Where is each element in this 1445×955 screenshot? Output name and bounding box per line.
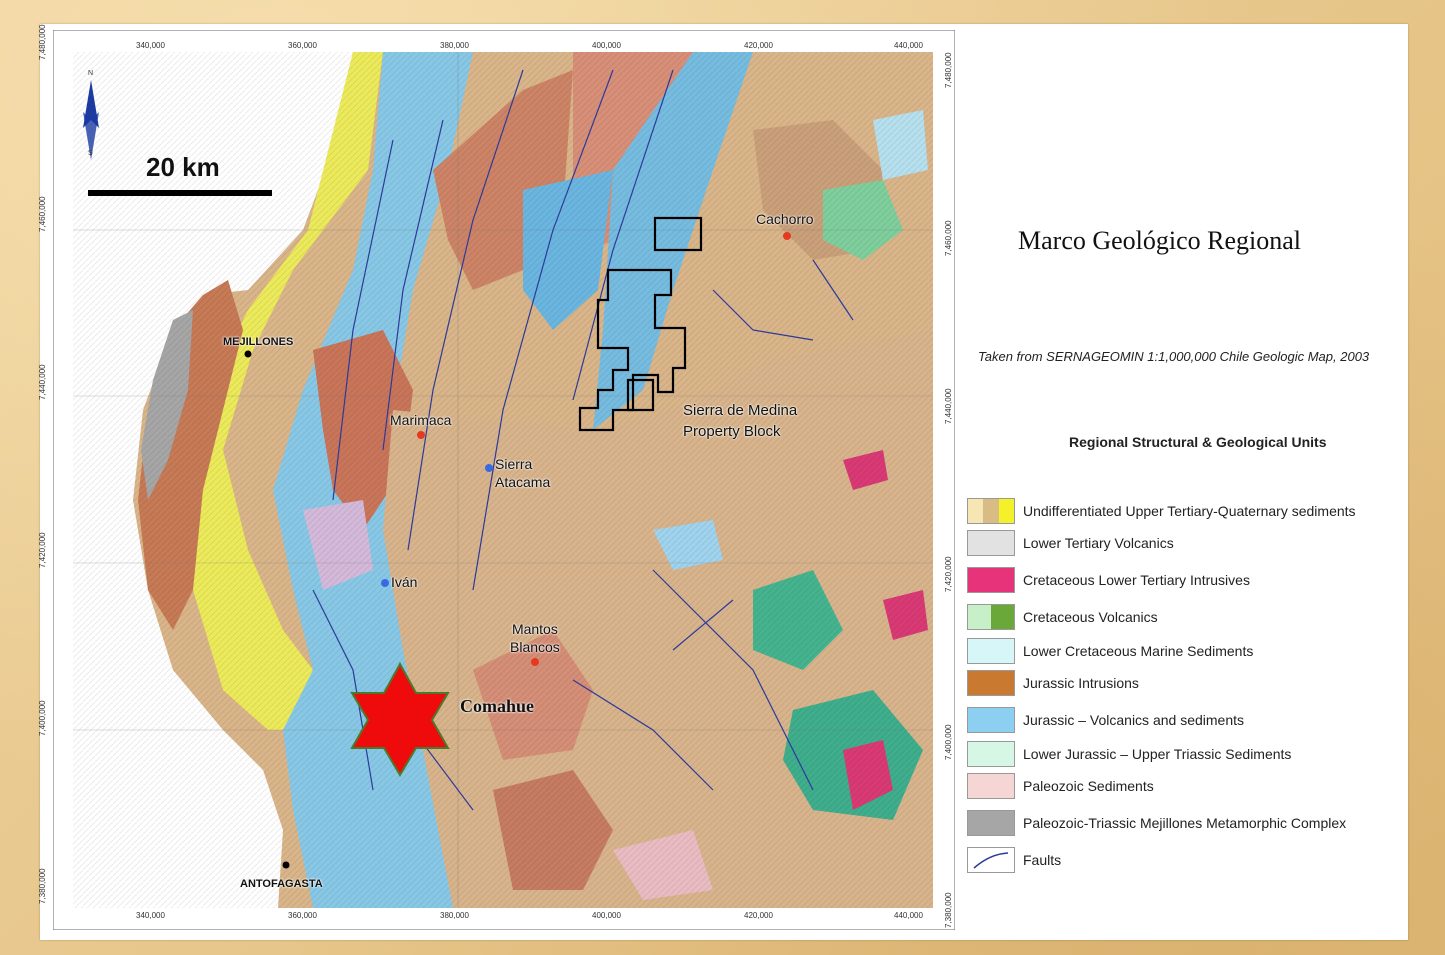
place-cachorro: Cachorro bbox=[756, 211, 814, 227]
x-tick-bottom: 340,000 bbox=[136, 911, 165, 920]
place-sierra-atacama: Sierra Atacama bbox=[495, 455, 550, 491]
y-tick-left: 7,440,000 bbox=[38, 364, 47, 400]
y-tick-left: 7,480,000 bbox=[38, 24, 47, 60]
geologic-map bbox=[53, 30, 955, 930]
y-tick-right: 7,380,000 bbox=[944, 892, 953, 928]
place-comahue: Comahue bbox=[460, 696, 535, 716]
legend-swatch bbox=[967, 638, 1015, 664]
x-tick-bottom: 440,000 bbox=[894, 911, 923, 920]
legend-swatch bbox=[967, 670, 1015, 696]
y-tick-left: 7,420,000 bbox=[38, 532, 47, 568]
y-tick-left: 7,460,000 bbox=[38, 196, 47, 232]
sierra-atacama-line-2: Atacama bbox=[495, 474, 551, 490]
legend-label: Cretaceous Volcanics bbox=[1023, 609, 1158, 625]
x-tick-bottom: 400,000 bbox=[592, 911, 621, 920]
legend-label: Undifferentiated Upper Tertiary-Quaterna… bbox=[1023, 503, 1356, 519]
legend-item: Lower Tertiary Volcanics bbox=[967, 529, 1174, 557]
figure-title: Marco Geológico Regional bbox=[1018, 226, 1302, 255]
legend-label: Faults bbox=[1023, 852, 1062, 868]
legend-swatch bbox=[967, 741, 1015, 767]
y-tick-right: 7,440,000 bbox=[944, 388, 953, 424]
place-mejillones: MEJILLONES bbox=[223, 336, 294, 348]
scale-bar bbox=[88, 190, 272, 196]
y-tick-left: 7,380,000 bbox=[38, 868, 47, 904]
y-tick-right: 7,480,000 bbox=[944, 52, 953, 88]
y-tick-right: 7,420,000 bbox=[944, 556, 953, 592]
legend-swatch bbox=[967, 707, 1015, 733]
property-line-1: Sierra de Medina bbox=[683, 402, 798, 419]
property-block-label: Sierra de Medina Property Block bbox=[683, 400, 797, 442]
place-mantos-blancos: Mantos Blancos bbox=[510, 620, 560, 656]
x-tick-top: 360,000 bbox=[288, 41, 317, 50]
x-tick-bottom: 380,000 bbox=[440, 911, 469, 920]
legend-item: Paleozoic-Triassic Mejillones Metamorphi… bbox=[967, 809, 1346, 837]
legend-title: Regional Structural & Geological Units bbox=[1069, 434, 1327, 450]
legend-label: Jurassic Intrusions bbox=[1023, 675, 1139, 691]
x-tick-top: 400,000 bbox=[592, 41, 621, 50]
legend-item: Undifferentiated Upper Tertiary-Quaterna… bbox=[967, 497, 1356, 525]
property-line-2: Property Block bbox=[683, 423, 781, 440]
legend-item: Lower Jurassic – Upper Triassic Sediment… bbox=[967, 740, 1291, 768]
legend-item: Faults bbox=[967, 846, 1061, 874]
legend-label: Lower Tertiary Volcanics bbox=[1023, 535, 1174, 551]
mantos-line-2: Blancos bbox=[510, 639, 560, 655]
north-arrow-icon bbox=[83, 80, 99, 160]
place-ivan: Iván bbox=[391, 574, 418, 590]
legend-item: Cretaceous Lower Tertiary Intrusives bbox=[967, 566, 1250, 594]
north-label: N bbox=[88, 70, 94, 77]
legend-item: Jurassic – Volcanics and sediments bbox=[967, 706, 1244, 734]
x-tick-bottom: 360,000 bbox=[288, 911, 317, 920]
x-tick-top: 420,000 bbox=[744, 41, 773, 50]
legend-item: Paleozoic Sediments bbox=[967, 772, 1154, 800]
legend-label: Jurassic – Volcanics and sediments bbox=[1023, 712, 1244, 728]
legend-label: Lower Jurassic – Upper Triassic Sediment… bbox=[1023, 746, 1292, 762]
y-tick-right: 7,460,000 bbox=[944, 220, 953, 256]
legend-swatch bbox=[967, 604, 1015, 630]
legend-swatch bbox=[967, 498, 1015, 524]
scale-bar-label: 20 km bbox=[146, 152, 220, 182]
legend-item: Lower Cretaceous Marine Sediments bbox=[967, 637, 1253, 665]
legend-label: Lower Cretaceous Marine Sediments bbox=[1023, 643, 1254, 659]
legend-swatch bbox=[967, 567, 1015, 593]
legend-label: Paleozoic-Triassic Mejillones Metamorphi… bbox=[1023, 815, 1347, 831]
place-marimaca: Marimaca bbox=[390, 412, 452, 428]
x-tick-top: 440,000 bbox=[894, 41, 923, 50]
legend-label: Cretaceous Lower Tertiary Intrusives bbox=[1023, 572, 1250, 588]
legend-label: Paleozoic Sediments bbox=[1023, 778, 1154, 794]
legend-swatch bbox=[967, 530, 1015, 556]
legend-swatch bbox=[967, 773, 1015, 799]
place-antofagasta: ANTOFAGASTA bbox=[240, 878, 323, 890]
x-tick-top: 340,000 bbox=[136, 41, 165, 50]
comahue-star-icon bbox=[350, 661, 450, 777]
y-tick-right: 7,400,000 bbox=[944, 724, 953, 760]
mantos-line-1: Mantos bbox=[511, 621, 558, 637]
legend-swatch bbox=[967, 847, 1015, 873]
x-tick-bottom: 420,000 bbox=[744, 911, 773, 920]
y-tick-left: 7,400,000 bbox=[38, 700, 47, 736]
source-note: Taken from SERNAGEOMIN 1:1,000,000 Chile… bbox=[978, 349, 1370, 364]
south-label: S bbox=[88, 150, 93, 157]
x-tick-top: 380,000 bbox=[440, 41, 469, 50]
legend-swatch bbox=[967, 810, 1015, 836]
sierra-atacama-line-1: Sierra bbox=[495, 456, 533, 472]
legend-item: Cretaceous Volcanics bbox=[967, 603, 1158, 631]
legend-item: Jurassic Intrusions bbox=[967, 669, 1139, 697]
